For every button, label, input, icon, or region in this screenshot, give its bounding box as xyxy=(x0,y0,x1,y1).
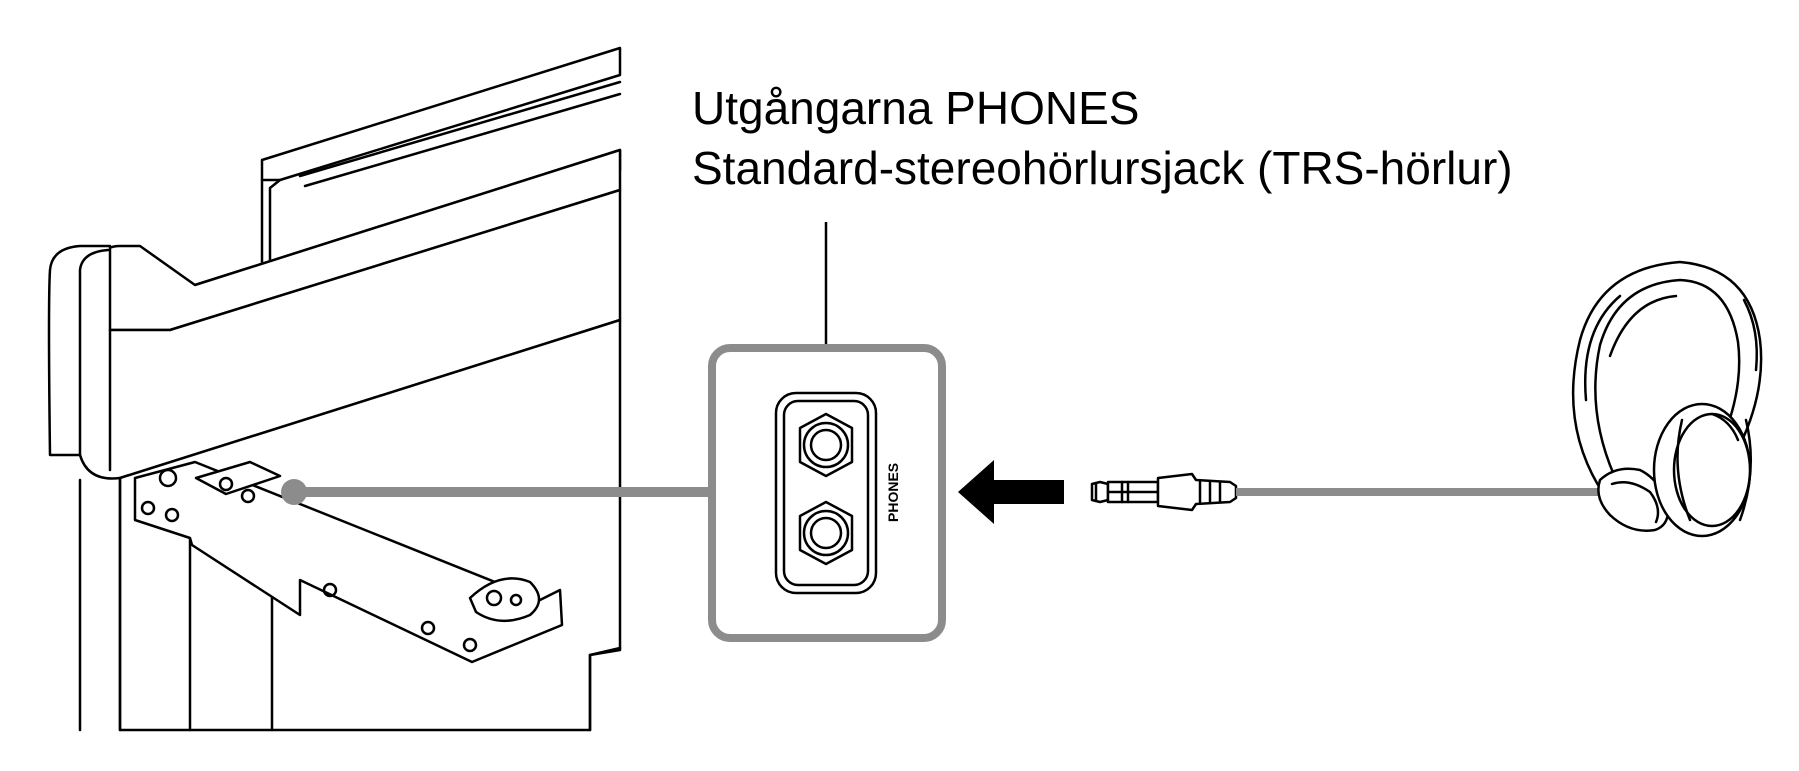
jack-socket-icon xyxy=(798,412,854,478)
jack-socket-icon xyxy=(798,500,854,566)
arrow-left-icon xyxy=(958,460,1064,524)
callout-line2: Standard-stereohörlursjack (TRS-hörlur) xyxy=(692,142,1513,194)
stereo-plug-icon xyxy=(1090,472,1238,512)
headphones-icon xyxy=(1571,260,1763,538)
jack-panel: PHONES xyxy=(708,344,946,642)
callout-line1: Utgångarna PHONES xyxy=(692,82,1139,134)
piano-illustration xyxy=(47,46,622,732)
jack-label: PHONES xyxy=(885,463,901,522)
